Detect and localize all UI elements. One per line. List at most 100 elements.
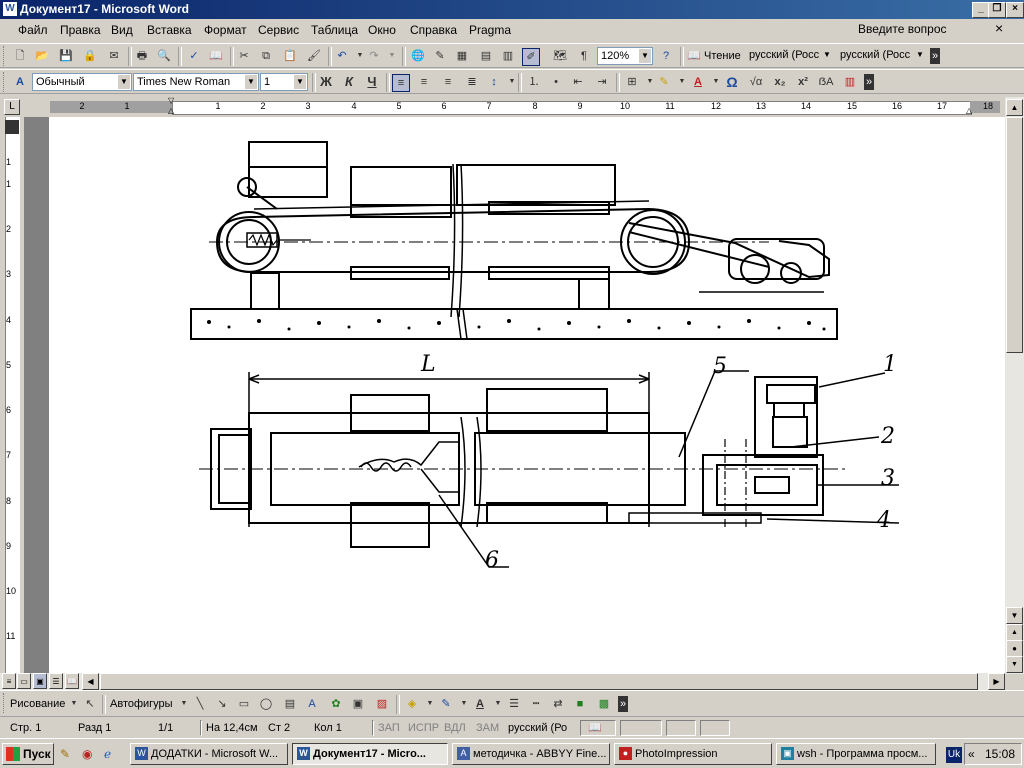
decrease-indent-icon[interactable]: ⇤ — [573, 76, 583, 88]
line-icon[interactable]: ╲ — [196, 698, 204, 710]
ask-question-input[interactable]: Введите вопрос — [858, 22, 947, 36]
document-close-icon[interactable]: × — [995, 20, 1004, 36]
line-color-dropdown-icon[interactable]: ▼ — [460, 700, 468, 707]
outline-view-icon[interactable]: ☰ — [49, 673, 63, 689]
autoshapes-dropdown-icon[interactable]: ▼ — [180, 700, 188, 707]
scroll-thumb[interactable] — [1006, 117, 1023, 353]
borders-dropdown-icon[interactable]: ▼ — [646, 78, 654, 85]
cut-icon[interactable]: ✂ — [239, 50, 249, 62]
print-icon[interactable]: 🖶 — [136, 50, 148, 62]
menu-view[interactable]: Вид — [111, 23, 133, 37]
horizontal-scrollbar[interactable]: ≡ ▭ ▣ ☰ 📖 ◀ ▶ — [0, 673, 1005, 690]
subscript-icon[interactable]: x₂ — [774, 76, 786, 88]
browse-object-icon[interactable]: ● — [1006, 640, 1023, 657]
arrow-style-icon[interactable]: ⇄ — [553, 698, 563, 710]
font-size-select[interactable]: 1▼ — [260, 73, 308, 91]
vertical-ruler[interactable]: 1 1 2 3 4 5 6 7 8 9 10 11 — [0, 117, 24, 673]
line-style-icon[interactable]: ☰ — [509, 698, 519, 710]
right-indent-marker[interactable]: △ — [966, 106, 973, 115]
spelling-icon[interactable]: ✓ — [189, 50, 199, 62]
font-color-dropdown-icon[interactable]: ▼ — [712, 78, 720, 85]
tray-expand-icon[interactable]: « — [968, 747, 975, 761]
save-icon[interactable]: 💾 — [59, 50, 73, 62]
toolbar-grip[interactable] — [3, 46, 7, 66]
menu-format[interactable]: Формат — [204, 23, 247, 37]
language-select-2[interactable]: русский (Росс▼ — [837, 47, 927, 65]
reading-layout-icon[interactable]: 📖 — [65, 673, 79, 689]
copy-icon[interactable]: ⧉ — [262, 50, 270, 62]
scroll-left-icon[interactable]: ◀ — [82, 673, 99, 690]
normal-view-icon[interactable]: ≡ — [2, 673, 16, 689]
show-hide-icon[interactable]: ¶ — [581, 50, 587, 62]
menu-insert[interactable]: Вставка — [147, 23, 192, 37]
italic-button[interactable]: К — [345, 74, 353, 89]
menu-window[interactable]: Окно — [368, 23, 396, 37]
redo-icon[interactable]: ↷ — [369, 50, 379, 62]
drawing-dropdown-icon[interactable]: ▼ — [70, 700, 78, 707]
tables-borders-icon[interactable]: ✎ — [435, 50, 445, 62]
toolbar-options-icon[interactable]: » — [930, 48, 940, 64]
document-map-icon[interactable]: 🗺 — [553, 50, 567, 62]
scroll-up-icon[interactable]: ▲ — [1006, 99, 1023, 116]
scroll-right-icon[interactable]: ▶ — [988, 673, 1005, 690]
drawing-menu-button[interactable]: Рисование — [10, 698, 66, 710]
format-painter-icon[interactable]: 🖌 — [307, 50, 321, 62]
borders-icon[interactable]: ⊞ — [627, 76, 637, 88]
drawing-icon[interactable]: ✐ — [522, 48, 540, 66]
redo-dropdown-icon[interactable]: ▼ — [388, 52, 396, 59]
menu-pragma[interactable]: Pragma — [469, 23, 512, 37]
hyperlink-icon[interactable]: 🌐 — [411, 50, 425, 62]
wordart-icon[interactable]: A — [308, 698, 316, 710]
3d-style-icon[interactable]: ▩ — [598, 698, 610, 710]
clipart-icon[interactable]: ▣ — [352, 698, 364, 710]
fill-color-icon[interactable]: ◈ — [407, 698, 417, 710]
first-line-indent-marker[interactable]: ▽ — [168, 96, 175, 105]
status-track-changes[interactable]: ИСПР — [408, 722, 440, 734]
close-button[interactable]: × — [1006, 2, 1024, 18]
arrow-icon[interactable]: ↘ — [217, 698, 227, 710]
new-document-icon[interactable]: 🗋 — [15, 50, 25, 62]
tab-selector[interactable]: L — [4, 99, 20, 115]
document-page[interactable]: L 1 2 3 4 5 6 — [49, 117, 1005, 673]
toolbar-options-icon[interactable]: » — [618, 696, 628, 712]
menu-table[interactable]: Таблица — [311, 23, 359, 37]
start-button[interactable]: Пуск — [2, 743, 54, 765]
language-indicator[interactable]: Uk — [946, 747, 962, 763]
align-right-icon[interactable]: ≡ — [444, 76, 452, 88]
vertical-scrollbar[interactable]: ▲ ▼ ▲ ● ▼ — [1005, 97, 1024, 674]
style-select[interactable]: Обычный▼ — [32, 73, 132, 91]
print-preview-icon[interactable]: 🔍 — [157, 50, 171, 62]
menu-tools[interactable]: Сервис — [258, 23, 300, 37]
help-icon[interactable]: ? — [662, 50, 670, 62]
increase-indent-icon[interactable]: ⇥ — [597, 76, 607, 88]
status-overtype[interactable]: ЗАМ — [476, 722, 500, 734]
align-center-icon[interactable]: ≡ — [420, 76, 428, 88]
menu-file[interactable]: Файл — [18, 23, 48, 37]
align-left-icon[interactable]: ≡ — [392, 74, 410, 92]
superscript-icon[interactable]: x² — [798, 76, 808, 88]
insert-excel-icon[interactable]: ▤ — [480, 50, 492, 62]
word-icon[interactable]: W — [3, 2, 17, 16]
task-photoimpression[interactable]: ●PhotoImpression — [614, 743, 772, 765]
clock[interactable]: 15:08 — [985, 747, 1016, 761]
drawing-font-color-icon[interactable]: A — [476, 698, 484, 710]
rectangle-icon[interactable]: ▭ — [238, 698, 250, 710]
line-spacing-icon[interactable]: ↕ — [491, 76, 497, 88]
paste-icon[interactable]: 📋 — [283, 50, 297, 62]
previous-page-icon[interactable]: ▲ — [1006, 624, 1023, 641]
zoom-select[interactable]: 120%▼ — [597, 47, 653, 65]
task-wsh-viewer[interactable]: ▣wsh - Программа просм... — [776, 743, 936, 765]
email-icon[interactable]: ✉ — [109, 50, 119, 62]
diagram-icon[interactable]: ✿ — [331, 698, 341, 710]
columns-icon[interactable]: ▥ — [502, 50, 514, 62]
chart-icon[interactable]: ▥ — [844, 76, 856, 88]
quicklaunch-ie-icon[interactable]: ℯ — [104, 747, 112, 761]
numbering-icon[interactable]: ⒈ — [528, 76, 540, 88]
line-spacing-dropdown-icon[interactable]: ▼ — [508, 78, 516, 85]
menu-edit[interactable]: Правка — [60, 23, 101, 37]
web-layout-icon[interactable]: ▭ — [17, 673, 31, 689]
symbol-omega-icon[interactable]: Ω — [726, 74, 738, 90]
